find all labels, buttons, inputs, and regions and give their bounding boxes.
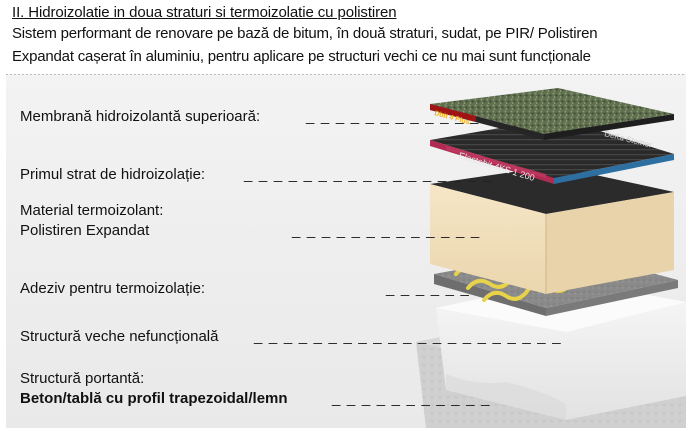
label-top-membrane: Membrană hidroizolantă superioară: [20, 108, 261, 125]
label-load-bearing: Structură portantă: [20, 370, 145, 387]
leader-top-membrane: _ _ _ _ _ _ _ _ _ _ _ _ [306, 108, 480, 125]
dotted-divider [6, 74, 686, 75]
label-load-bearing-type: Beton/tablă cu profil trapezoidal/lemn [20, 390, 288, 407]
roof-layers-illustration: Elastobit 4KS 1 200 DeKa Sterner Dbit 4 … [416, 88, 686, 428]
top-membrane-layer: Dbit 4 Plus [430, 88, 674, 140]
leader-old-structure: _ _ _ _ _ _ _ _ _ _ _ _ _ _ _ _ _ _ _ _ … [254, 328, 562, 345]
leader-load-bearing: _ _ _ _ _ _ _ _ _ _ _ [332, 390, 491, 407]
subtitle-line-2: Expandat cașerat în aluminiu, pentru apl… [12, 48, 591, 65]
label-adhesive: Adeziv pentru termoizolație: [20, 280, 206, 297]
diagram-panel: Elastobit 4KS 1 200 DeKa Sterner Dbit 4 … [6, 74, 686, 428]
label-old-structure: Structură veche nefuncțională [20, 328, 219, 345]
leader-adhesive: _ _ _ _ _ _ [386, 280, 471, 297]
insulation-layer [430, 166, 674, 294]
label-insulation: Material termoizolant: [20, 202, 164, 219]
title: II. Hidroizolatie in doua straturi si te… [12, 4, 397, 21]
subtitle-line-1: Sistem performant de renovare pe bază de… [12, 25, 598, 42]
label-insulation-type: Polistiren Expandat [20, 222, 150, 239]
leader-first-waterproofing: _ _ _ _ _ _ _ _ _ _ _ _ _ _ _ _ _ [244, 166, 493, 183]
leader-insulation: _ _ _ _ _ _ _ _ _ _ _ _ _ [292, 222, 481, 239]
label-first-waterproofing: Primul strat de hidroizolație: [20, 166, 206, 183]
